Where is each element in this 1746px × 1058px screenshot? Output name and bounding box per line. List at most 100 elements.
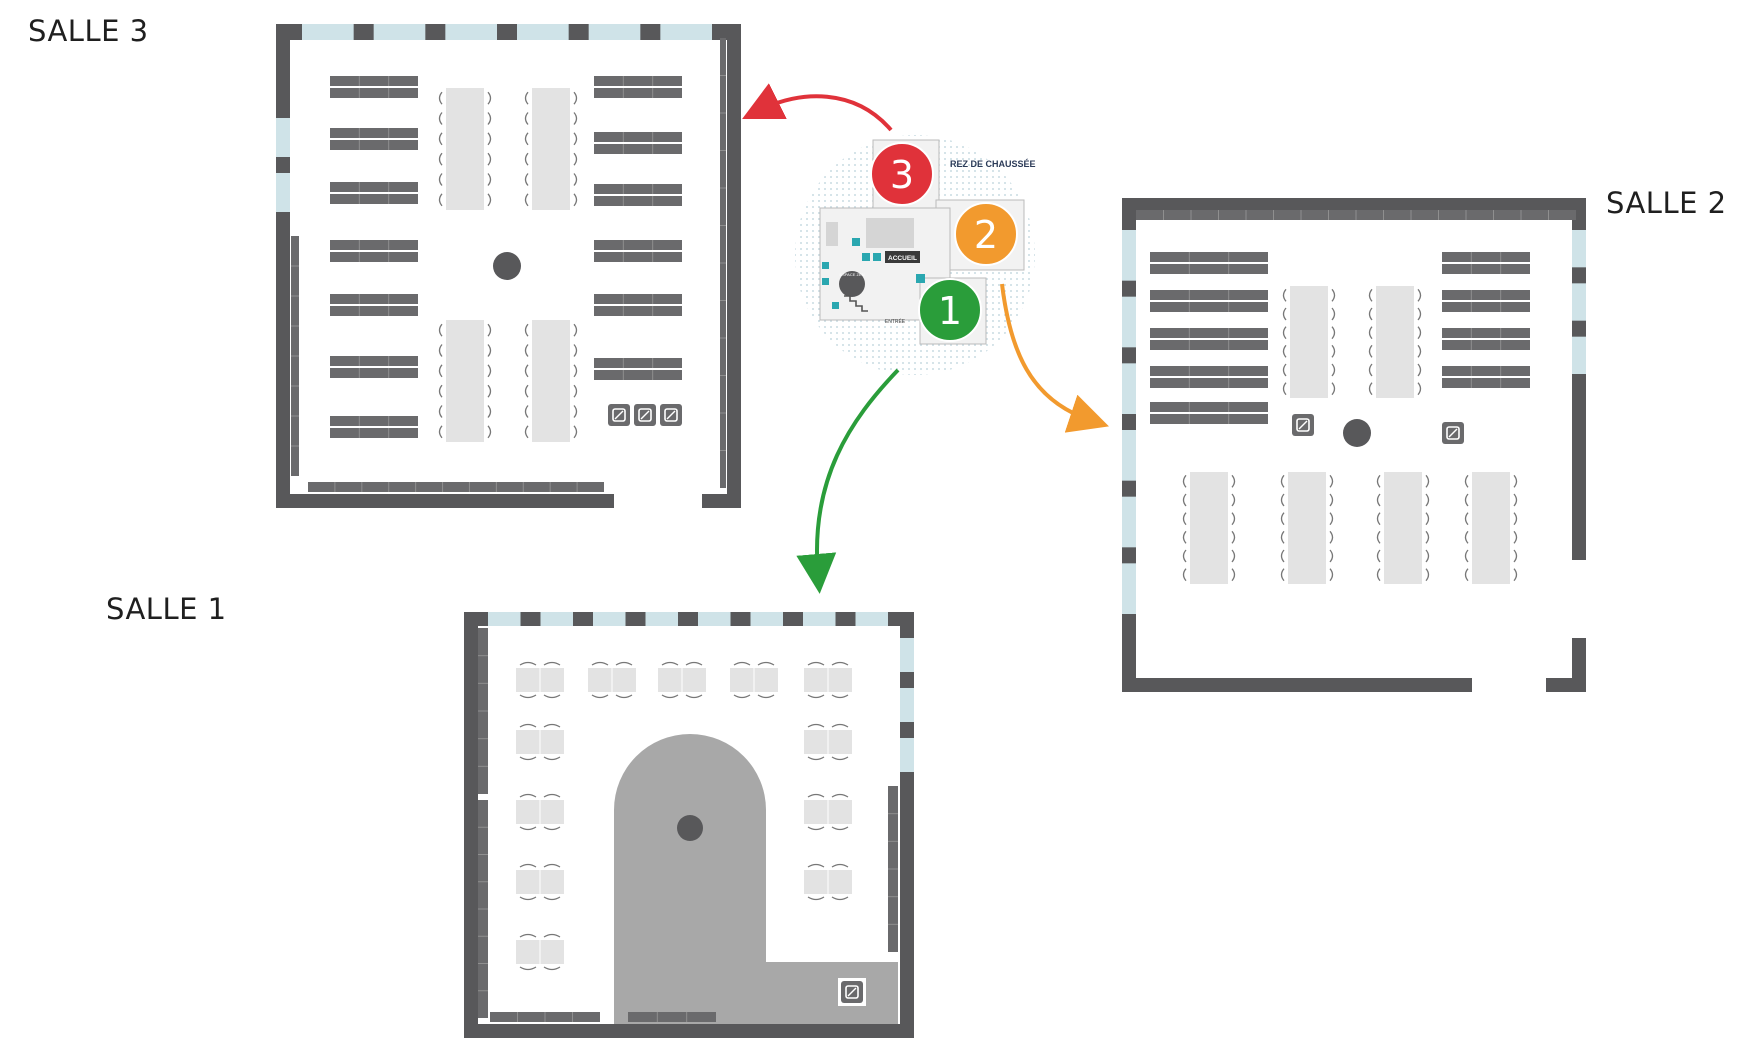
chair	[685, 661, 703, 666]
bookshelf	[330, 428, 418, 438]
bookshelf	[594, 88, 682, 98]
computer-icon-glyph	[664, 408, 678, 422]
window-pane	[1572, 230, 1586, 268]
stairs-icon	[844, 295, 868, 312]
computer-icon-glyph	[1448, 428, 1458, 438]
wall-segment	[900, 612, 914, 1038]
bookshelf	[1150, 290, 1268, 300]
window-pane	[855, 612, 888, 626]
chair	[438, 152, 443, 166]
bookshelf	[330, 294, 418, 304]
bookshelf	[594, 252, 682, 262]
chair	[519, 723, 537, 728]
window-pane	[750, 612, 783, 626]
salle-2-title: SALLE 2	[1606, 186, 1727, 220]
window-pane	[593, 612, 626, 626]
chair	[1417, 326, 1422, 340]
chair	[831, 694, 849, 699]
chair	[615, 694, 633, 699]
chair	[543, 694, 561, 699]
wall-segment	[464, 1024, 914, 1038]
salle-1-title: SALLE 1	[106, 592, 227, 626]
bookshelf	[308, 482, 604, 492]
chair	[543, 896, 561, 901]
chair	[543, 661, 561, 666]
computer-icon-glyph	[845, 985, 859, 999]
chair	[661, 694, 679, 699]
salle-1-central-zone	[614, 734, 898, 1038]
accessibility-icon	[852, 238, 860, 246]
bookshelf	[330, 182, 418, 192]
chair	[1417, 382, 1422, 396]
exit-icon	[916, 274, 925, 283]
chair	[1280, 493, 1285, 507]
chair	[807, 793, 825, 798]
chair	[807, 896, 825, 901]
chair	[831, 863, 849, 868]
computer-icon-glyph	[638, 408, 652, 422]
chair	[1417, 363, 1422, 377]
arrow-to-salle-1	[796, 368, 900, 594]
bookshelf	[594, 294, 682, 304]
chair	[1182, 493, 1187, 507]
bookshelf	[330, 88, 418, 98]
chair	[1329, 549, 1334, 563]
chair	[1282, 307, 1287, 321]
window-pane	[517, 24, 569, 40]
study-table	[1288, 472, 1326, 584]
chair	[487, 152, 492, 166]
chair	[1329, 512, 1334, 526]
chair	[573, 173, 578, 186]
room-marker-2-label: 2	[974, 213, 998, 257]
chair	[1464, 568, 1469, 582]
chair	[573, 344, 578, 357]
chair	[1280, 549, 1285, 563]
window-pane	[803, 612, 836, 626]
overview-caption: REZ DE CHAUSSÉE	[950, 159, 1036, 169]
overview-espace-label: ESPACE ZEN	[839, 272, 864, 277]
chair	[519, 966, 537, 971]
salle-3-title: SALLE 3	[28, 14, 149, 48]
chair	[1329, 474, 1334, 488]
overview-zen-circle	[839, 271, 865, 297]
chair	[487, 112, 492, 125]
chair	[1425, 568, 1430, 582]
chair	[487, 405, 492, 418]
chair	[524, 152, 529, 166]
window-pane	[1122, 496, 1136, 548]
window-pane	[588, 24, 641, 40]
chair	[807, 694, 825, 699]
chair	[1425, 530, 1430, 544]
salle-2-plan	[1122, 198, 1586, 692]
chair	[831, 793, 849, 798]
bookshelf	[1150, 264, 1268, 274]
chair	[543, 826, 561, 831]
chair	[524, 405, 529, 418]
bookshelf	[330, 128, 418, 138]
chair	[1231, 530, 1236, 544]
chair	[1282, 288, 1287, 302]
chair	[487, 173, 492, 186]
chair	[1282, 363, 1287, 377]
room-marker-2	[954, 202, 1018, 266]
wall-segment	[464, 612, 914, 626]
chair	[807, 863, 825, 868]
bookshelf	[1150, 252, 1268, 262]
chair	[438, 344, 443, 357]
salle-1-tables	[516, 661, 852, 971]
chair	[524, 323, 529, 337]
chair	[438, 193, 443, 207]
chair	[1182, 530, 1187, 544]
chair	[1182, 512, 1187, 526]
chair	[591, 661, 609, 666]
bookshelf	[1150, 328, 1268, 338]
chair	[1464, 474, 1469, 488]
chair	[1282, 344, 1287, 358]
chair	[1282, 382, 1287, 396]
overview-furniture	[826, 222, 838, 246]
bookshelf	[1150, 366, 1268, 376]
salle-3-computer-icons	[608, 404, 682, 426]
computer-icon-glyph	[1296, 418, 1310, 432]
chair	[1464, 530, 1469, 544]
chair	[573, 91, 578, 105]
